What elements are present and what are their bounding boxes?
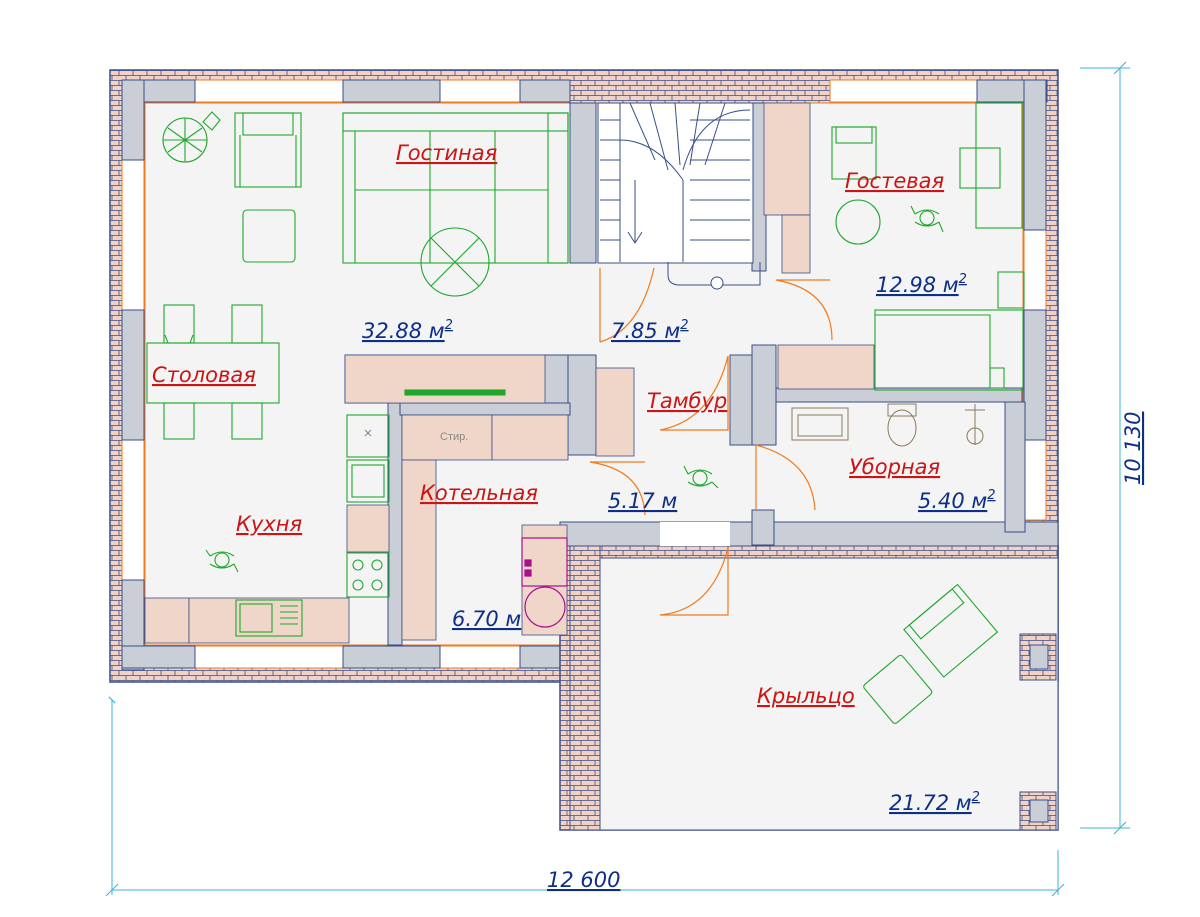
- room-name-kitchen: Кухня: [236, 512, 302, 536]
- room-name-living: Гостиная: [396, 141, 497, 165]
- room-name-toilet: Уборная: [849, 455, 940, 479]
- doors: [589, 267, 833, 616]
- area-living: 32.88 м2: [362, 318, 453, 343]
- boiler-appliances: [521, 537, 568, 628]
- porch-area: [559, 521, 1059, 831]
- room-name-guest: Гостевая: [845, 169, 944, 193]
- room-name-dining: Столовая: [152, 363, 256, 387]
- area-guest: 12.98 м2: [876, 272, 967, 297]
- labels: Гостиная Столовая Кухня Тамбур Гостевая …: [152, 141, 1145, 892]
- dimension-height: 10 130: [1121, 412, 1145, 485]
- dimension-width: 12 600: [547, 868, 620, 892]
- area-toilet: 5.40 м2: [918, 488, 996, 513]
- room-name-porch: Крыльцо: [757, 684, 855, 708]
- staircase: [597, 102, 761, 290]
- toilet-fixtures: [791, 403, 985, 447]
- furniture: [146, 102, 1025, 724]
- area-stair: 7.85 м2: [611, 318, 689, 343]
- area-vestibule: 5.17 м: [608, 489, 677, 513]
- cabinets: [144, 102, 875, 644]
- washer-label: Стир.: [440, 431, 468, 443]
- area-porch: 21.72 м2: [889, 790, 980, 815]
- room-name-boiler: Котельная: [420, 481, 538, 505]
- room-name-vestibule: Тамбур: [647, 389, 727, 413]
- dimension-lines: [105, 61, 1130, 897]
- area-boiler: 6.70 м: [452, 607, 521, 631]
